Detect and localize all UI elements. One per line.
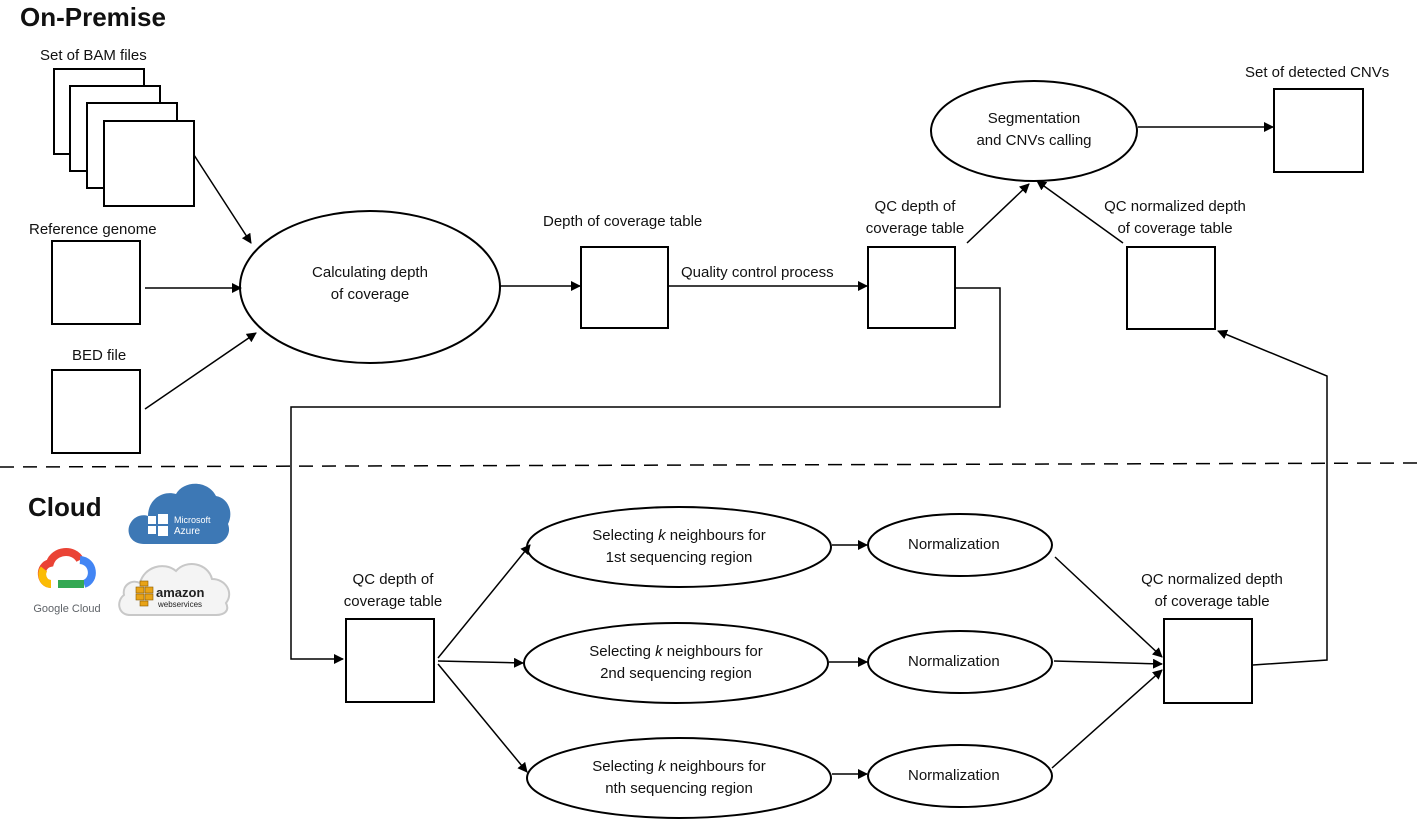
google-cloud-logo: Google Cloud bbox=[33, 548, 101, 615]
normalization-2-ellipse bbox=[867, 630, 1053, 694]
qc-table-top-box bbox=[867, 246, 956, 329]
segmentation-ellipse bbox=[930, 80, 1138, 182]
reference-genome-box bbox=[51, 240, 141, 325]
azure-logo: Microsoft Azure bbox=[128, 483, 231, 544]
qc-table-top-label: QC depth of coverage table bbox=[865, 198, 965, 237]
select-neighbours-n-text: Selecting k neighbours for nth sequencin… bbox=[592, 758, 766, 797]
qc-norm-cloud-label: QC normalized depth of coverage table bbox=[1141, 571, 1283, 610]
svg-text:Microsoft: Microsoft bbox=[174, 515, 211, 525]
svg-text:webservices: webservices bbox=[157, 600, 202, 609]
bed-file-box bbox=[51, 369, 141, 454]
bed-file-label: BED file bbox=[72, 347, 127, 364]
segmentation-text: Segmentation and CNVs calling bbox=[976, 110, 1092, 149]
svg-text:Google Cloud: Google Cloud bbox=[33, 603, 100, 615]
select-neighbours-1-text: Selecting k neighbours for 1st sequencin… bbox=[592, 527, 766, 566]
select-neighbours-2-ellipse bbox=[523, 622, 829, 704]
calc-depth-text: Calculating depth of coverage bbox=[312, 264, 428, 303]
aws-logo: amazon webservices bbox=[118, 563, 231, 616]
normalization-3-text: Normalization bbox=[908, 767, 1000, 784]
select-neighbours-2-text: Selecting k neighbours for 2nd sequencin… bbox=[589, 643, 763, 682]
svg-text:Azure: Azure bbox=[174, 526, 201, 537]
qc-table-cloud-box bbox=[345, 618, 435, 703]
qc-norm-cloud-box bbox=[1163, 618, 1253, 704]
cloud-heading: Cloud bbox=[28, 492, 102, 522]
bam-files-label: Set of BAM files bbox=[40, 47, 147, 64]
select-neighbours-n-ellipse bbox=[526, 737, 832, 819]
normalization-1-text: Normalization bbox=[908, 536, 1000, 553]
on-premise-heading: On-Premise bbox=[20, 2, 166, 32]
detected-cnvs-label: Set of detected CNVs bbox=[1245, 64, 1390, 81]
bam-files-stack bbox=[53, 68, 195, 207]
normalization-1-ellipse bbox=[867, 513, 1053, 577]
normalization-3-ellipse bbox=[867, 744, 1053, 808]
qc-norm-top-box bbox=[1126, 246, 1216, 330]
qc-norm-top-label: QC normalized depth of coverage table bbox=[1104, 198, 1246, 237]
normalization-2-text: Normalization bbox=[908, 653, 1000, 670]
qc-process-label: Quality control process bbox=[681, 264, 834, 281]
detected-cnvs-box bbox=[1273, 88, 1364, 173]
reference-genome-label: Reference genome bbox=[29, 221, 157, 238]
depth-table-label: Depth of coverage table bbox=[543, 213, 703, 230]
svg-text:amazon: amazon bbox=[156, 585, 204, 600]
qc-table-cloud-label: QC depth of coverage table bbox=[343, 571, 443, 610]
section-divider bbox=[0, 462, 1423, 468]
depth-table-box bbox=[580, 246, 669, 329]
